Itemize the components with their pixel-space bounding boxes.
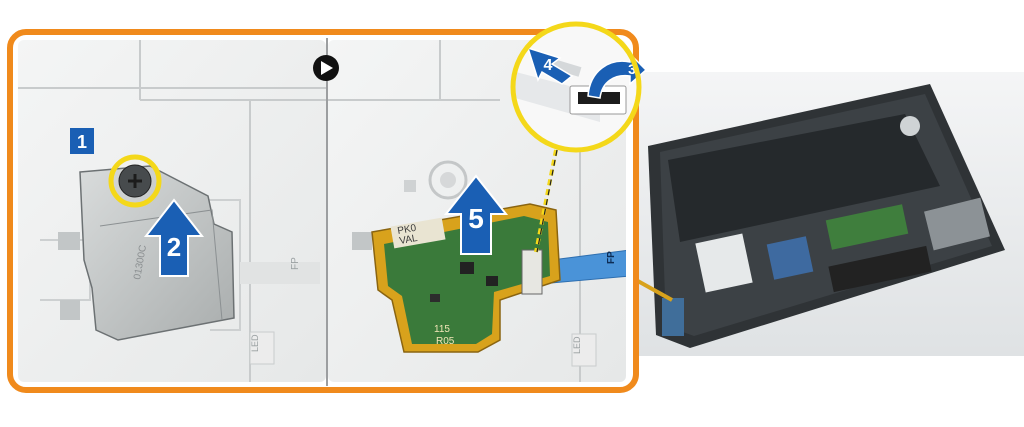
board-label-line4: R05 <box>436 336 455 347</box>
step-5-label: 5 <box>468 203 484 234</box>
left-panel: FP LED 01300C 1 2 <box>18 40 326 382</box>
fp-cable-label-right: FP <box>606 251 617 264</box>
led-cable-label-left: LED <box>250 334 260 352</box>
fp-cable-label-left: FP <box>290 257 301 270</box>
step-1-label: 1 <box>77 132 87 152</box>
step-2-label: 2 <box>167 232 181 262</box>
step-4-label: 4 <box>544 57 553 74</box>
palmrest-photo <box>636 72 1024 356</box>
led-cable-label-right: LED <box>572 336 582 354</box>
play-icon <box>313 55 339 81</box>
board-label-line3: 115 <box>434 324 450 335</box>
